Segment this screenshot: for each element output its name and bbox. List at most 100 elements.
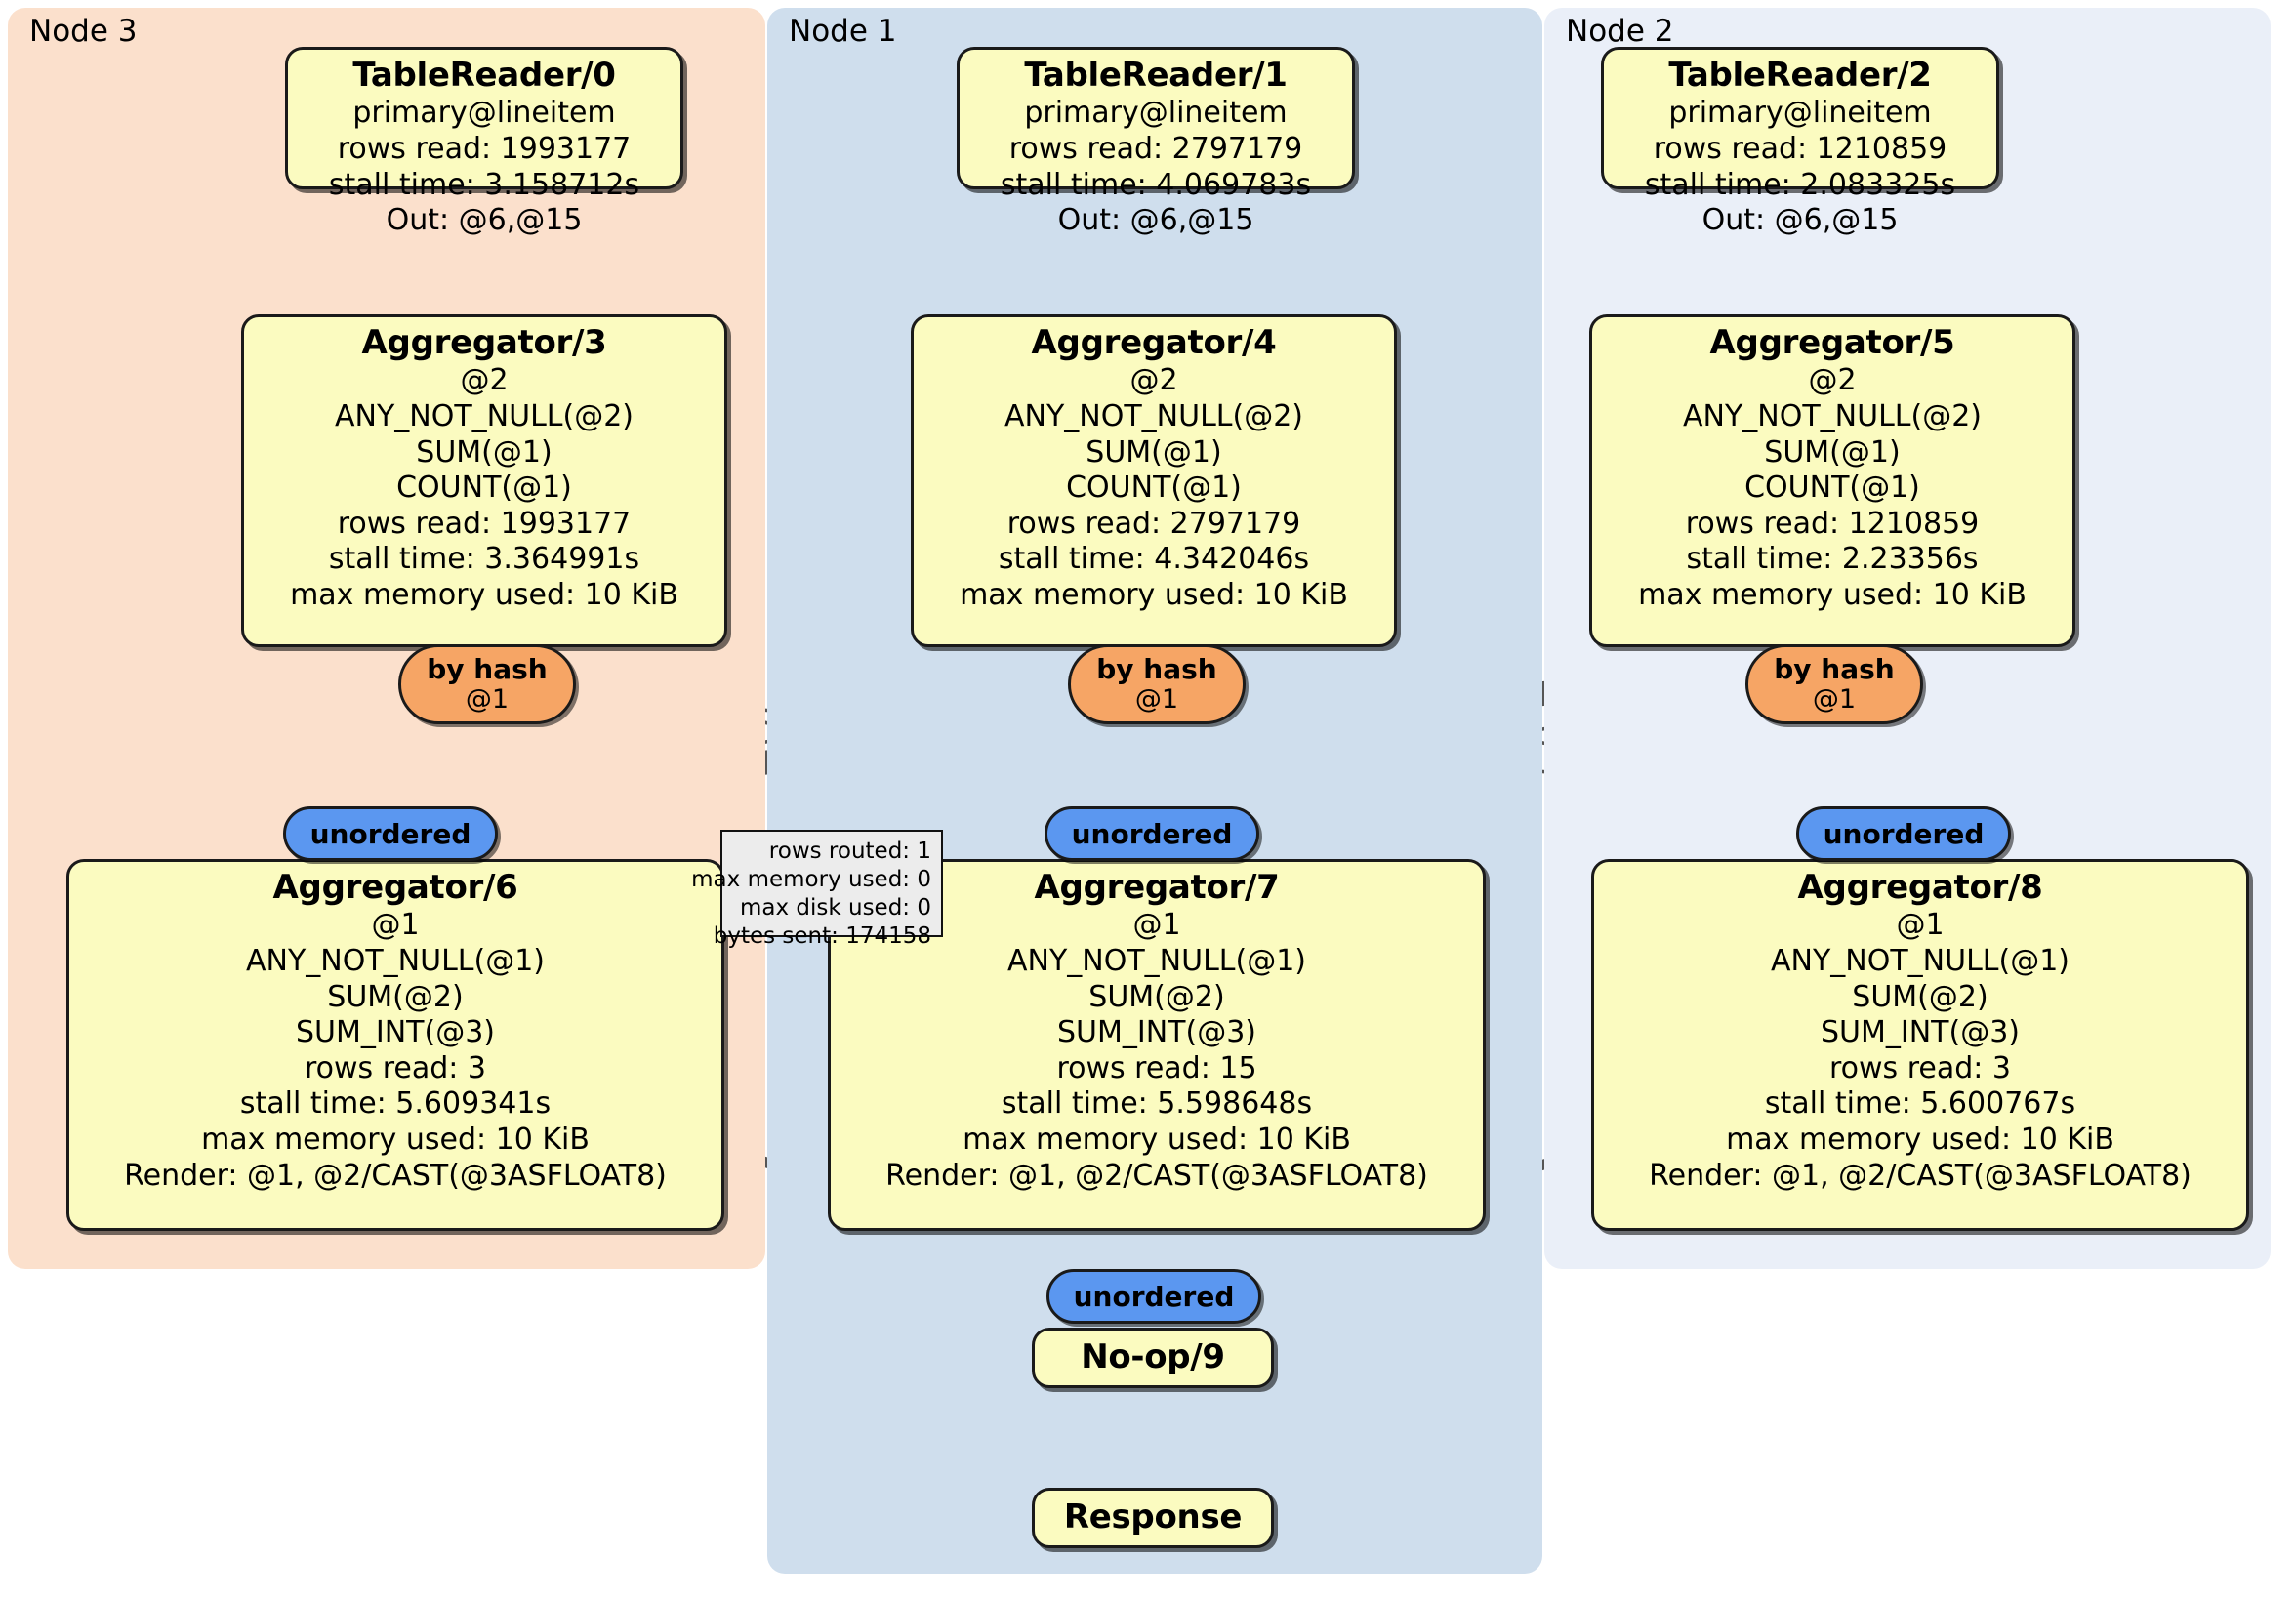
operator-detail-line: stall time: 5.600767s [1764,1086,2076,1122]
operator-detail-line: SUM(@1) [416,434,553,470]
operator-detail-line: ANY_NOT_NULL(@1) [1007,944,1306,979]
operator-detail-line: stall time: 3.364991s [328,542,640,577]
operator-title: Aggregator/6 [272,868,518,907]
stream-stats-line: max disk used: 0 [739,894,931,921]
operator-title: Aggregator/4 [1031,323,1277,362]
operator-detail-line: ANY_NOT_NULL(@2) [335,399,634,434]
operator-title: Response [1063,1497,1243,1537]
sync-label: unordered [309,817,472,850]
router-column-ref: @1 [1134,683,1179,715]
operator-detail-line: Out: @6,@15 [1702,203,1899,238]
operator-detail-line: @2 [460,363,509,398]
operator-detail-line: @1 [1132,908,1181,943]
operator-noop9[interactable]: No-op/9 [1032,1328,1274,1388]
router-title: by hash [1774,653,1895,686]
operator-detail-line: SUM_INT(@3) [296,1015,495,1050]
operator-detail-line: @2 [1808,363,1857,398]
operator-detail-line: rows read: 3 [304,1050,487,1085]
operator-title: No-op/9 [1081,1337,1225,1377]
cluster-label-node1: Node 1 [789,14,897,49]
operator-detail-line: stall time: 3.158712s [328,167,640,202]
stream-stats-line: max memory used: 0 [691,866,931,892]
operator-title: TableReader/0 [352,56,616,95]
sync-label: unordered [1823,817,1985,850]
sync-unordered-middle[interactable]: unordered [1045,806,1259,861]
operator-detail-line: max memory used: 10 KiB [963,1123,1351,1158]
operator-detail-line: SUM(@2) [1088,979,1225,1014]
operator-title: Aggregator/3 [361,323,607,362]
router-column-ref: @1 [465,683,510,715]
operator-detail-line: rows read: 1993177 [337,132,632,167]
operator-detail-line: max memory used: 10 KiB [1638,578,2027,613]
operator-detail-line: rows read: 1210859 [1653,132,1948,167]
operator-title: Aggregator/5 [1709,323,1955,362]
operator-detail-line: stall time: 4.069783s [1000,167,1312,202]
operator-detail-line: stall time: 4.342046s [998,542,1310,577]
operator-detail-line: stall time: 5.598648s [1001,1086,1313,1122]
operator-detail-line: COUNT(@1) [1744,471,1920,506]
operator-detail-line: max memory used: 10 KiB [290,578,678,613]
operator-detail-line: SUM(@1) [1764,434,1901,470]
operator-detail-line: ANY_NOT_NULL(@1) [1771,944,2070,979]
operator-detail-line: max memory used: 10 KiB [1726,1123,2114,1158]
operator-detail-line: @1 [371,908,420,943]
operator-response[interactable]: Response [1032,1488,1274,1548]
router-column-ref: @1 [1812,683,1857,715]
operator-detail-line: Render: @1, @2/CAST(@3ASFLOAT8) [1649,1158,2192,1193]
operator-detail-line: COUNT(@1) [396,471,572,506]
router-byhash5[interactable]: by hash@1 [1745,644,1923,724]
operator-detail-line: ANY_NOT_NULL(@2) [1683,399,1982,434]
sync-unordered-final[interactable]: unordered [1046,1269,1261,1324]
operator-detail-line: primary@lineitem [1668,96,1932,131]
operator-title: Aggregator/7 [1034,868,1280,907]
operator-title: TableReader/1 [1024,56,1288,95]
router-byhash3[interactable]: by hash@1 [398,644,576,724]
operator-detail-line: SUM(@1) [1086,434,1222,470]
operator-detail-line: rows read: 1993177 [337,506,632,541]
operator-detail-line: rows read: 3 [1828,1050,2012,1085]
operator-detail-line: primary@lineitem [352,96,616,131]
operator-detail-line: stall time: 2.083325s [1644,167,1956,202]
operator-detail-line: rows read: 1210859 [1685,506,1980,541]
sync-unordered-right[interactable]: unordered [1796,806,2011,861]
router-title: by hash [1096,653,1217,686]
operator-detail-line: COUNT(@1) [1066,471,1242,506]
operator-detail-line: Render: @1, @2/CAST(@3ASFLOAT8) [124,1158,667,1193]
operator-detail-line: rows read: 2797179 [1008,132,1303,167]
operator-detail-line: SUM_INT(@3) [1057,1015,1256,1050]
cluster-label-node3: Node 3 [29,14,138,49]
sync-unordered-left[interactable]: unordered [283,806,498,861]
operator-detail-line: @2 [1129,363,1178,398]
operator-detail-line: max memory used: 10 KiB [201,1123,590,1158]
operator-detail-line: Out: @6,@15 [1057,203,1254,238]
operator-detail-line: ANY_NOT_NULL(@2) [1004,399,1303,434]
cluster-label-node2: Node 2 [1566,14,1674,49]
router-byhash4[interactable]: by hash@1 [1068,644,1246,724]
sync-label: unordered [1073,1280,1235,1313]
operator-detail-line: Out: @6,@15 [386,203,583,238]
router-title: by hash [427,653,548,686]
operator-detail-line: rows read: 2797179 [1006,506,1301,541]
operator-detail-line: @1 [1896,908,1945,943]
operator-detail-line: Render: @1, @2/CAST(@3ASFLOAT8) [885,1158,1428,1193]
operator-detail-line: SUM(@2) [1852,979,1988,1014]
operator-detail-line: stall time: 5.609341s [239,1086,552,1122]
operator-detail-line: ANY_NOT_NULL(@1) [246,944,545,979]
operator-detail-line: rows read: 15 [1056,1050,1257,1085]
stream-stats-line: rows routed: 1 [768,839,931,864]
operator-detail-line: max memory used: 10 KiB [960,578,1348,613]
stream-stats-line: bytes sent: 174158 [713,922,931,949]
operator-detail-line: stall time: 2.23356s [1686,542,1979,577]
operator-detail-line: SUM(@2) [327,979,464,1014]
operator-detail-line: primary@lineitem [1024,96,1288,131]
